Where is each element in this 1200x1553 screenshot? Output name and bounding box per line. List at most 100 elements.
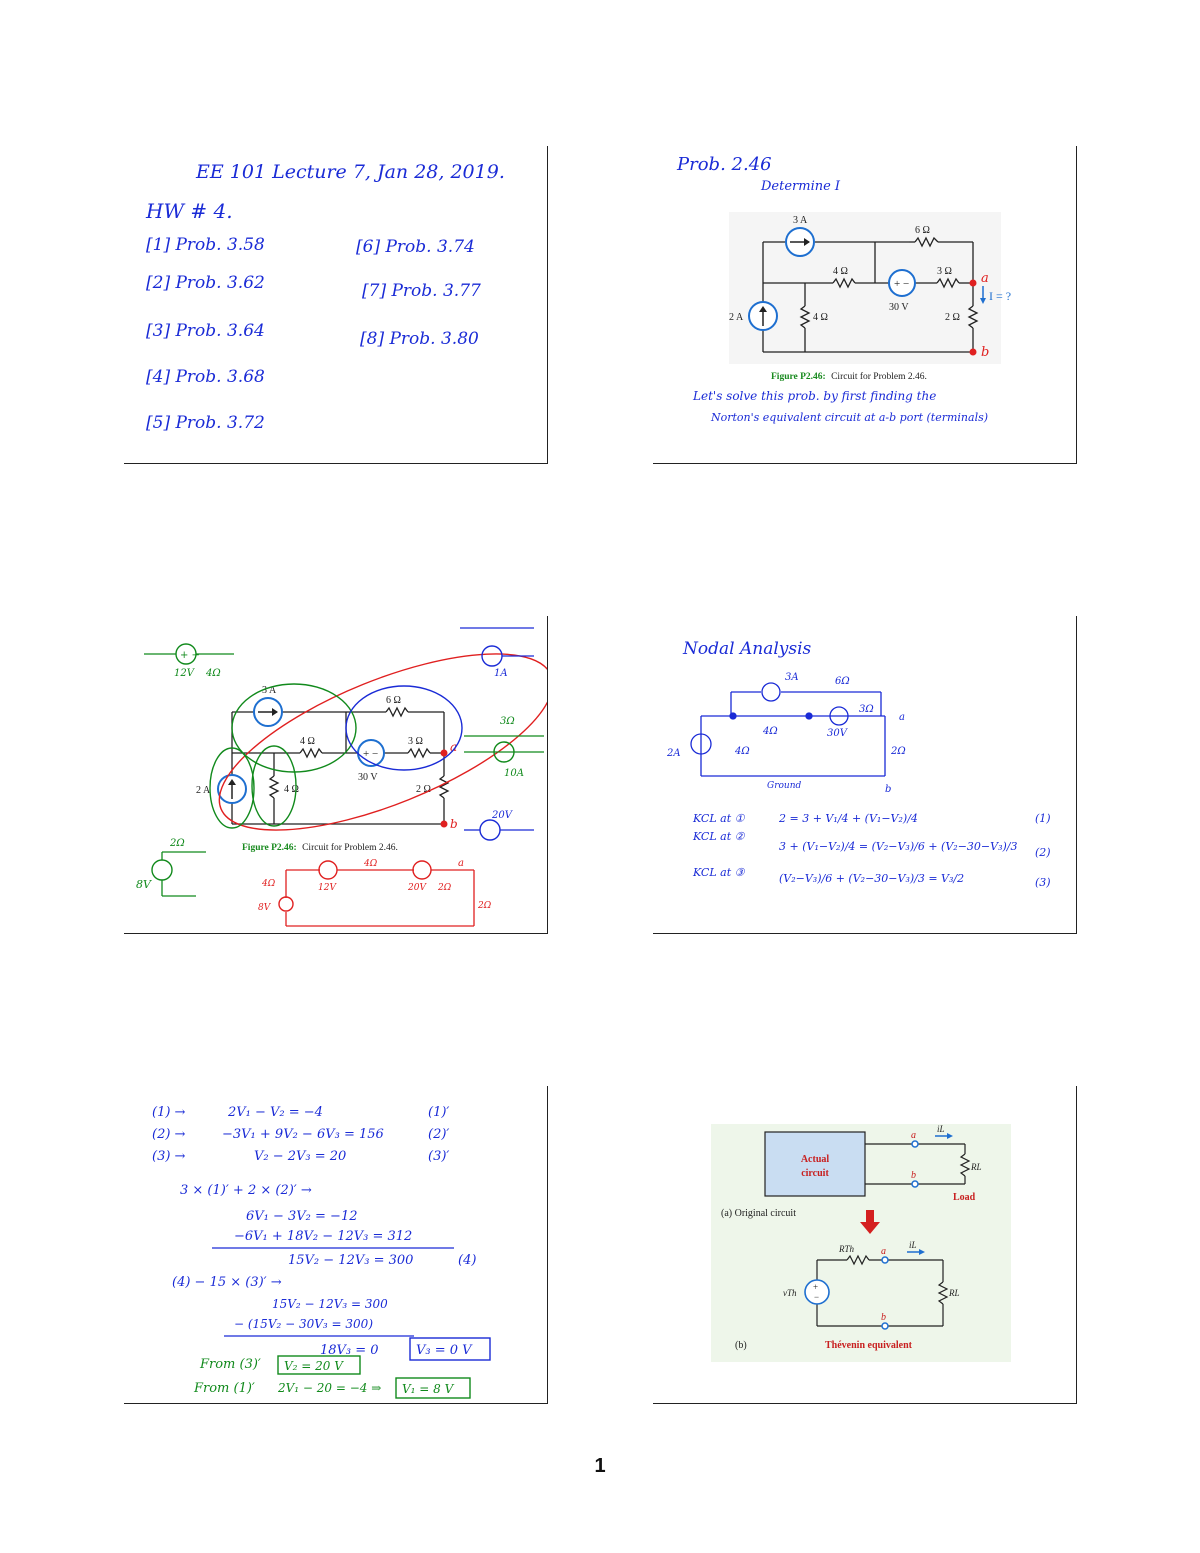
svg-text:(4): (4) [458,1253,476,1268]
actual-circuit-box [764,1131,866,1197]
svg-text:−6V₁ + 18V₂ − 12V₃ = 312: −6V₁ + 18V₂ − 12V₃ = 312 [234,1229,412,1244]
svg-text:+ −: + − [894,278,909,290]
svg-text:(3) →: (3) → [152,1149,186,1164]
svg-text:2 A: 2 A [196,785,211,796]
svg-text:30 V: 30 V [358,772,378,783]
svg-text:b: b [450,817,458,831]
svg-text:18V₃ = 0: 18V₃ = 0 [320,1343,379,1358]
circuit-p2-46: + − 3 A 6 Ω 4 Ω 3 Ω 30 V 2 A 4 Ω 2 Ω a b… [729,212,1011,364]
svg-text:30 V: 30 V [889,302,909,313]
svg-text:(V₂−V₃)/6 + (V₂−30−V₃)/3 = V₃/: (V₂−V₃)/6 + (V₂−30−V₃)/3 = V₃/2 [779,872,964,885]
prob-title: Prob. 2.46 [676,154,772,175]
hw-item-6: [6] Prob. 3.74 [356,237,475,257]
svg-text:a: a [881,1246,886,1257]
svg-text:4 Ω: 4 Ω [813,312,828,323]
nodal-circuit [690,682,886,777]
svg-text:3 A: 3 A [262,685,277,696]
svg-text:From (3)′: From (3)′ [199,1357,261,1372]
svg-text:RTh: RTh [838,1244,855,1254]
svg-text:4 Ω: 4 Ω [833,266,848,277]
svg-text:2A: 2A [666,748,681,759]
svg-text:a: a [911,1130,916,1141]
slide-solve-equations: (1) → 2V₁ − V₂ = −4 (1)′ (2) → −3V₁ + 9V… [124,1086,548,1404]
svg-text:20V: 20V [407,883,427,893]
lecture-title: EE 101 Lecture 7, Jan 28, 2019. [195,161,505,183]
svg-text:4Ω: 4Ω [762,726,778,737]
hw-item-2: [2] Prob. 3.62 [146,273,265,293]
svg-text:(2): (2) [1035,846,1051,859]
svg-text:2 Ω: 2 Ω [945,312,960,323]
hw-item-1: [1] Prob. 3.58 [146,235,265,255]
svg-text:KCL at ③: KCL at ③ [692,866,746,879]
svg-text:− (15V₂ − 30V₃ = 300): − (15V₂ − 30V₃ = 300) [234,1317,373,1331]
svg-text:1A: 1A [494,668,508,679]
svg-text:−: − [814,1292,819,1302]
svg-text:(1) →: (1) → [152,1105,186,1120]
svg-text:4Ω: 4Ω [261,879,276,889]
svg-text:b: b [981,345,989,360]
svg-text:4 Ω: 4 Ω [284,784,299,795]
svg-text:b: b [885,784,891,795]
svg-text:RL: RL [948,1288,960,1298]
circuit-p2-46-annotated: + − 3 A 6 Ω 4 Ω 3 Ω 30 V 2 A 4 Ω 2 Ω a b [196,653,547,831]
svg-text:10A: 10A [504,768,524,779]
svg-text:2Ω: 2Ω [437,883,452,893]
svg-text:6 Ω: 6 Ω [386,695,401,706]
svg-text:8V: 8V [136,878,152,891]
svg-text:(1): (1) [1035,812,1051,825]
svg-text:3 A: 3 A [793,215,808,226]
hw-heading: HW # 4. [145,199,233,223]
green-annotations: + − 12V 4Ω 8V 2Ω 10A 3Ω [136,643,544,897]
svg-text:a: a [899,712,905,723]
svg-text:15V₂ − 12V₃ = 300: 15V₂ − 12V₃ = 300 [272,1297,388,1311]
svg-text:4Ω: 4Ω [734,746,750,757]
svg-text:b: b [911,1170,916,1181]
svg-text:−3V₁ + 9V₂ − 6V₃ = 156: −3V₁ + 9V₂ − 6V₃ = 156 [222,1127,384,1142]
svg-text:(2) →: (2) → [152,1127,186,1142]
svg-text:iL: iL [909,1240,917,1250]
svg-text:+: + [813,1282,818,1292]
svg-text:20V: 20V [491,810,514,821]
svg-text:(2)′: (2)′ [428,1127,449,1142]
result-v2: V₂ = 20 V [284,1359,344,1373]
svg-text:+ −: + − [363,748,378,760]
result-v1: V₁ = 8 V [402,1382,455,1396]
red-equivalent-circuit: 12V 20V 4Ω 4Ω 2Ω 2Ω 8V a [258,858,492,927]
note-line-1: Let's solve this prob. by first finding … [692,389,936,403]
hw-item-7: [7] Prob. 3.77 [362,281,481,301]
slide-prob-2-46: Prob. 2.46 Determine I [653,146,1077,464]
slide-thevenin-equivalent: Actual circuit a b iL RL Load (a) Origin… [653,1086,1077,1404]
svg-text:2 = 3 + V₁/4 + (V₁−V₂)/4: 2 = 3 + V₁/4 + (V₁−V₂)/4 [778,812,918,825]
svg-text:2 Ω: 2 Ω [416,784,431,795]
svg-text:2V₁ − V₂ = −4: 2V₁ − V₂ = −4 [227,1105,323,1120]
svg-text:2Ω: 2Ω [890,746,906,757]
svg-text:3 + (V₁−V₂)/4 = (V₂−V₃)/6 + (V: 3 + (V₁−V₂)/4 = (V₂−V₃)/6 + (V₂−30−V₃)/3 [779,840,1017,853]
svg-text:a: a [450,740,457,754]
thevenin-caption: Thévenin equivalent [825,1340,913,1351]
svg-text:circuit: circuit [801,1168,829,1179]
svg-text:2 A: 2 A [729,312,744,323]
svg-text:6Ω: 6Ω [835,676,850,687]
svg-text:Actual: Actual [801,1154,830,1165]
svg-text:(4) − 15 × (3)′ →: (4) − 15 × (3)′ → [172,1275,282,1290]
svg-text:(3)′: (3)′ [428,1149,449,1164]
note-line-2: Norton's equivalent circuit at a-b port … [710,411,988,424]
svg-text:2Ω: 2Ω [477,901,492,911]
slide-hw-assignment: EE 101 Lecture 7, Jan 28, 2019. HW # 4. … [124,146,548,464]
svg-text:4 Ω: 4 Ω [300,736,315,747]
svg-text:b: b [881,1312,886,1323]
blue-annotations: 1A 20V [460,627,534,841]
svg-text:a: a [981,271,989,286]
svg-text:(b): (b) [735,1340,747,1351]
svg-text:2V₁ − 20 = −4 ⇒: 2V₁ − 20 = −4 ⇒ [277,1381,381,1395]
svg-text:a: a [458,858,464,869]
svg-text:I = ?: I = ? [989,289,1011,303]
svg-text:3 Ω: 3 Ω [937,266,952,277]
hw-item-8: [8] Prob. 3.80 [360,329,479,349]
svg-text:30V: 30V [827,728,849,739]
svg-text:From (1)′: From (1)′ [193,1381,255,1396]
svg-text:12V: 12V [174,668,196,679]
slide-nodal-analysis: Nodal Analysis 3A 6Ω 4Ω 30V 3Ω 2A 4Ω 2Ω … [653,616,1077,934]
svg-text:KCL at ①: KCL at ① [692,812,746,825]
svg-text:iL: iL [937,1124,945,1134]
